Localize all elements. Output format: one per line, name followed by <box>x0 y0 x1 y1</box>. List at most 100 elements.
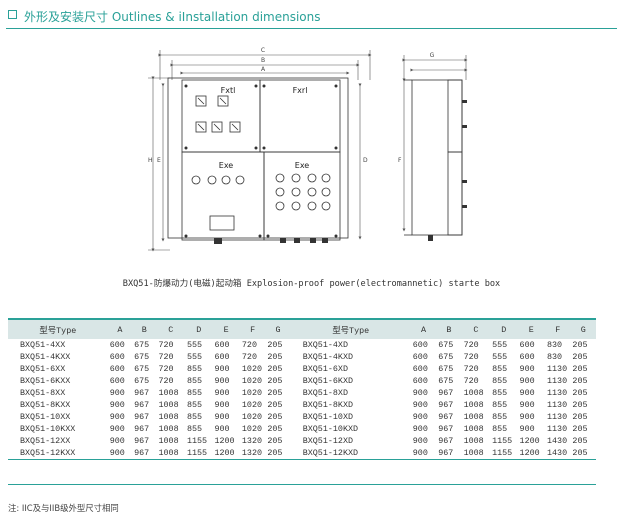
dimension-cell: 675 <box>438 340 454 350</box>
dimension-cell: 900 <box>214 424 230 434</box>
model-cell: BXQ51-8XD <box>302 388 348 398</box>
dimension-cell: 205 <box>572 424 588 434</box>
dimension-cell: 600 <box>412 364 428 374</box>
dimension-cell: 900 <box>412 388 428 398</box>
dimension-cell: 1130 <box>547 400 568 410</box>
dimension-cell: 720 <box>241 352 257 362</box>
dimension-cell: 205 <box>572 364 588 374</box>
dimension-cell: 675 <box>438 352 454 362</box>
dimension-cell: 675 <box>438 376 454 386</box>
dimension-cell: 205 <box>572 412 588 422</box>
dimension-cell: 1155 <box>186 436 208 446</box>
model-cell: BXQ51-12KXX <box>8 447 108 460</box>
dimension-cell: 720 <box>241 340 257 350</box>
model-cell: BXQ51-6KXD <box>302 376 353 386</box>
dimension-cell: 1008 <box>158 436 179 446</box>
panel-label-fxtl: Fxtl <box>221 86 236 95</box>
header-a-left: A <box>107 318 133 339</box>
dimension-cell: 900 <box>109 400 125 410</box>
dimension-cell: 830 <box>547 352 563 362</box>
dimension-cell: 1020 <box>241 400 262 410</box>
dimension-cell: 1008 <box>463 424 484 434</box>
dimension-cell: 600 <box>214 340 230 350</box>
dimension-cell: 900 <box>109 412 125 422</box>
dimension-cell: 967 <box>436 447 462 460</box>
dimension-cell: 1020 <box>241 424 262 434</box>
model-cell: BXQ51-6XD <box>302 364 348 374</box>
dimension-cell: 205 <box>267 376 283 386</box>
dimension-cell: 900 <box>214 400 230 410</box>
dim-e-label: E <box>157 157 161 164</box>
dimension-cell: 1130 <box>547 424 568 434</box>
dimension-cell: 855 <box>492 364 508 374</box>
header-a-right: A <box>410 318 437 339</box>
dimension-cell: 1430 <box>547 436 568 446</box>
dimension-cell: 900 <box>107 447 133 460</box>
dimension-cell: 555 <box>186 340 203 350</box>
dimension-cell: 967 <box>438 436 454 446</box>
dim-f-label: F <box>398 157 402 164</box>
dimension-cell: 1008 <box>158 412 179 422</box>
dimension-cell: 1155 <box>184 447 213 460</box>
model-cell: BXQ51-10KXD <box>302 424 359 434</box>
dimension-cell: 1008 <box>158 400 179 410</box>
dimension-cell: 1200 <box>519 436 540 446</box>
checkbox-square-icon <box>8 10 17 19</box>
drawing-caption: BXQ51-防爆动力(电磁)起动箱 Explosion-proof power(… <box>122 279 501 289</box>
dimension-cell: 855 <box>492 412 508 422</box>
dimension-cell: 967 <box>134 412 150 422</box>
dimension-cell: 555 <box>186 352 203 362</box>
dim-c-label: C <box>261 47 265 54</box>
footnote: 注: IIC及与IIB级外型尺寸相同 <box>8 503 119 513</box>
dimension-cell: 1130 <box>547 412 568 422</box>
dimension-cell: 205 <box>572 400 588 410</box>
dimension-cell: 720 <box>158 364 174 374</box>
dimension-cell: 1130 <box>547 364 568 374</box>
dimension-cell: 1020 <box>241 364 262 374</box>
dimension-cell: 205 <box>572 352 588 362</box>
dimension-cell: 600 <box>109 364 125 374</box>
dimension-cell: 855 <box>186 412 203 422</box>
dimension-cell: 1200 <box>212 447 240 460</box>
dimension-cell: 205 <box>572 340 588 350</box>
dimension-cell: 720 <box>463 352 479 362</box>
dimension-cell: 1008 <box>463 436 484 446</box>
model-cell: BXQ51-8KXX <box>20 400 71 410</box>
dimension-cell: 720 <box>463 376 479 386</box>
panel-label-fxrl: Fxrl <box>293 86 308 95</box>
model-cell: BXQ51-12KXD <box>290 447 411 460</box>
dimension-cell: 205 <box>572 376 588 386</box>
dimension-cell: 205 <box>265 447 291 460</box>
dimension-cell: 1020 <box>241 376 262 386</box>
dimension-cell: 1008 <box>463 400 484 410</box>
dimension-cell: 967 <box>134 400 150 410</box>
model-cell: BXQ51-10KXX <box>20 424 76 434</box>
dimension-cell: 900 <box>519 412 535 422</box>
header-b-left: B <box>132 318 157 339</box>
dimension-cell: 720 <box>158 376 174 386</box>
table-footer-spacer <box>8 459 596 485</box>
dimension-cell: 967 <box>134 388 150 398</box>
dimension-cell: 900 <box>412 400 428 410</box>
table-header-row: 型号Type A B C D E F G 型号Type A B C D E F … <box>8 318 596 339</box>
dim-g-label: G <box>430 52 435 59</box>
section-title: 外形及安装尺寸 Outlines & iInstallation dimensi… <box>24 10 321 24</box>
model-cell: BXQ51-8KXD <box>302 400 353 410</box>
dimension-cell: 967 <box>438 424 454 434</box>
dimension-cell: 967 <box>438 412 454 422</box>
model-cell: BXQ51-4XD <box>302 340 348 350</box>
header-f-right: F <box>545 318 571 339</box>
model-cell: BXQ51-12XX <box>20 436 71 446</box>
dimension-cell: 555 <box>492 352 508 362</box>
dimension-cell: 1008 <box>463 388 484 398</box>
dimension-cell: 675 <box>134 340 150 350</box>
header-d-left: D <box>184 318 213 339</box>
header-type-left: 型号Type <box>8 318 108 339</box>
dimension-cell: 1320 <box>241 436 262 446</box>
dimension-cell: 900 <box>214 376 230 386</box>
